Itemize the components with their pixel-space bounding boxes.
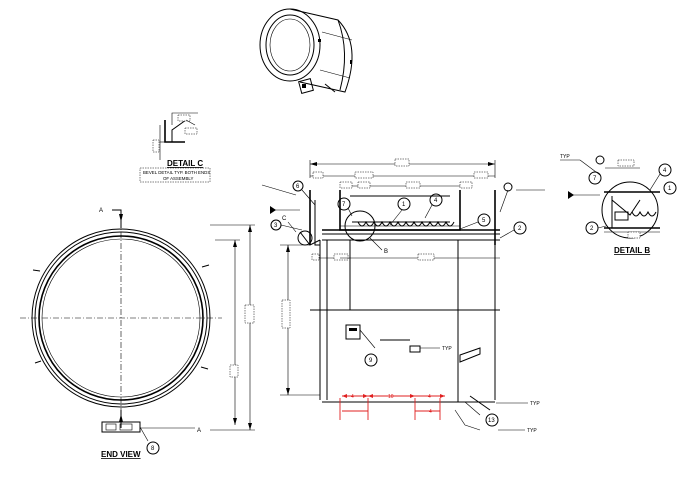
balloon-1: 1 <box>402 202 406 208</box>
balloon-8: 8 <box>151 446 155 452</box>
balloon-6: 6 <box>296 184 300 190</box>
detail-b-balloon-7: 7 <box>593 176 597 182</box>
detail-callout-c: C <box>282 216 287 222</box>
section-marker-a-top: A <box>99 208 103 214</box>
detail-c-note-2: OF ASSEMBLY <box>163 176 193 181</box>
detail-b-view: TYP 7 4 1 2 DETAIL B <box>560 154 677 255</box>
detail-callout-b: B <box>384 249 388 255</box>
section-marker-a-bottom: A <box>197 428 201 434</box>
section-view: B C 9 13 TYP TYP TYP <box>261 158 545 434</box>
balloon-13: 13 <box>488 418 495 424</box>
balloon-3: 3 <box>274 223 278 229</box>
detail-b-balloon-4: 4 <box>663 168 667 174</box>
detail-c-title: DETAIL C <box>167 159 203 168</box>
balloon-4: 4 <box>434 198 438 204</box>
detail-c-view: DETAIL C BEVEL DETAIL TYP. BOTH ENDS OF … <box>139 112 210 183</box>
balloon-9: 9 <box>369 358 373 364</box>
end-view-title: END VIEW <box>101 450 141 459</box>
red-dim-left: 4 <box>351 394 354 400</box>
balloon-7: 7 <box>342 202 346 208</box>
weld-tag-detail-b: TYP <box>560 154 570 160</box>
end-view: A A 8 END VIEW <box>20 208 255 459</box>
red-dim-right-lower: 4 <box>429 409 432 415</box>
detail-c-note-1: BEVEL DETAIL TYP. BOTH ENDS <box>143 170 210 175</box>
balloon-5: 5 <box>482 218 486 224</box>
weld-tag-mid: TYP <box>442 346 452 352</box>
isometric-view <box>259 8 353 94</box>
detail-b-balloon-2: 2 <box>590 226 594 232</box>
red-dim-right: 4 <box>428 394 431 400</box>
weld-tag-bottom-2: TYP <box>527 428 537 434</box>
red-dim-mid: 10 <box>388 394 394 400</box>
weld-tag-bottom: TYP <box>530 401 540 407</box>
detail-b-balloon-1: 1 <box>668 186 672 192</box>
detail-b-title: DETAIL B <box>614 246 650 255</box>
balloon-2: 2 <box>518 226 522 232</box>
